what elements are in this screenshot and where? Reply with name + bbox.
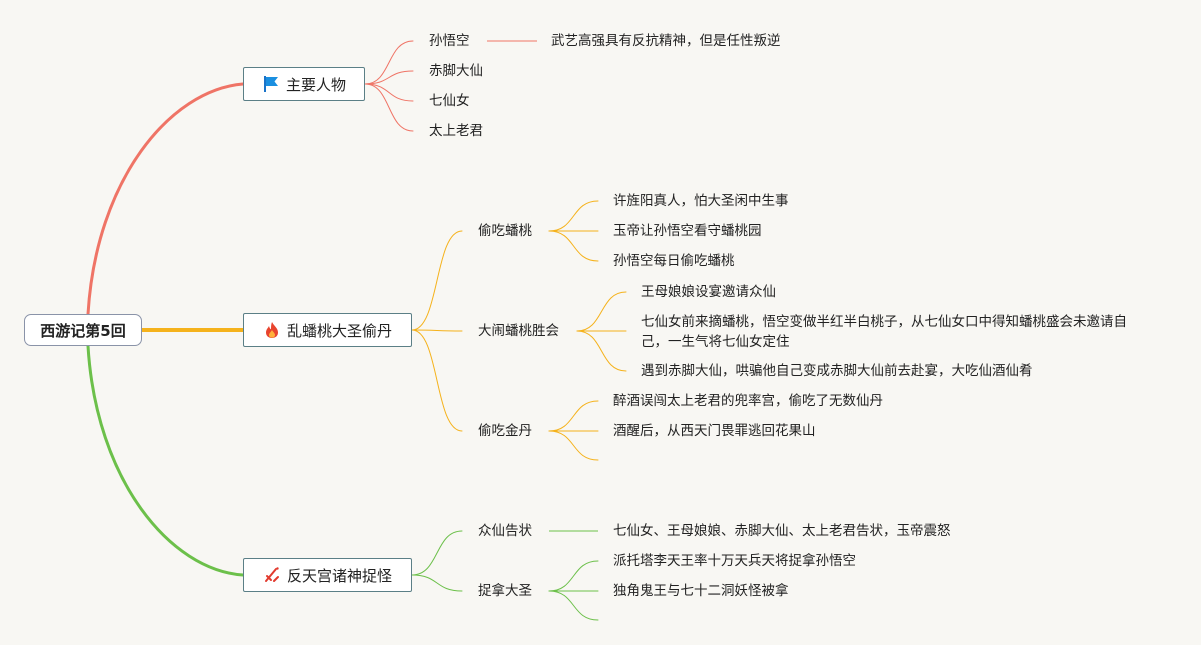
branch-label: 乱蟠桃大圣偷丹 [286,321,392,340]
root-node[interactable]: 西游记第5回 [24,314,142,346]
leaf-chijiao-daxian[interactable]: 赤脚大仙 [429,63,483,79]
connector-branch-child [411,230,463,331]
connector-branch-child [576,330,627,372]
item-text[interactable]: 许旌阳真人，怕大圣闲中生事 [613,193,789,209]
connector-branch-child [548,560,599,592]
connector-branch-child [548,430,599,461]
connector-branch-child [576,291,627,332]
connector-branch-child [364,70,414,85]
fire-icon [263,321,281,339]
connector-branch-child [411,329,463,432]
connector-root-branch [86,344,245,577]
connector-branch-child [548,200,599,232]
item-text[interactable]: 王母娘娘设宴邀请众仙 [641,284,776,300]
sub-steal-elixir[interactable]: 偷吃金丹 [478,423,532,439]
connector-branch-child [411,329,463,332]
leaf-note-sunwukong[interactable]: 武艺高强具有反抗精神，但是任性叛逆 [551,33,781,49]
leaf-taishang-laojun[interactable]: 太上老君 [429,123,483,139]
connector-branch-child [548,230,599,262]
connector-branch-child [548,400,599,432]
connector-branch-child [548,590,599,621]
item-text[interactable]: 醉酒误闯太上老君的兜率宫，偷吃了无数仙丹 [613,393,883,409]
sub-disrupt-feast[interactable]: 大闹蟠桃胜会 [478,323,559,339]
leaf-qixiannv[interactable]: 七仙女 [429,93,470,109]
connector-root-branch [86,82,245,316]
sub-steal-peaches[interactable]: 偷吃蟠桃 [478,223,532,239]
connector-branch-child [411,530,463,576]
branch-label: 反天宫诸神捉怪 [286,566,392,585]
item-text[interactable]: 孙悟空每日偷吃蟠桃 [613,253,735,269]
branch-label: 主要人物 [285,75,346,94]
item-text[interactable]: 派托塔李天王率十万天兵天将捉拿孙悟空 [613,553,856,569]
branch-node-heaven-battle[interactable]: 反天宫诸神捉怪 [243,558,412,592]
item-text[interactable]: 七仙女前来摘蟠桃，悟空变做半红半白桃子，从七仙女口中得知蟠桃盛会未邀请自己，一生… [641,314,1127,350]
sub-immortals-complain[interactable]: 众仙告状 [478,523,532,539]
connector-branch-child [364,83,414,102]
connector-branch-child [364,40,414,85]
connector-branch-child [411,574,463,592]
item-text[interactable]: 遇到赤脚大仙，哄骗他自己变成赤脚大仙前去赴宴，大吃仙酒仙肴 [641,363,1033,379]
item-text[interactable]: 玉帝让孙悟空看守蟠桃园 [613,223,762,239]
connector-branch-child [364,83,414,132]
item-text[interactable]: 酒醒后，从西天门畏罪逃回花果山 [613,423,816,439]
item-text[interactable]: 独角鬼王与七十二洞妖怪被拿 [613,583,789,599]
branch-node-peach-feast[interactable]: 乱蟠桃大圣偷丹 [243,313,412,347]
flag-icon [262,75,280,93]
branch-node-characters[interactable]: 主要人物 [243,67,365,101]
crossed-swords-icon [263,566,281,584]
item-text[interactable]: 七仙女、王母娘娘、赤脚大仙、太上老君告状，玉帝震怒 [613,523,951,539]
sub-capture-monkey[interactable]: 捉拿大圣 [478,583,532,599]
leaf-sunwukong[interactable]: 孙悟空 [429,33,470,49]
